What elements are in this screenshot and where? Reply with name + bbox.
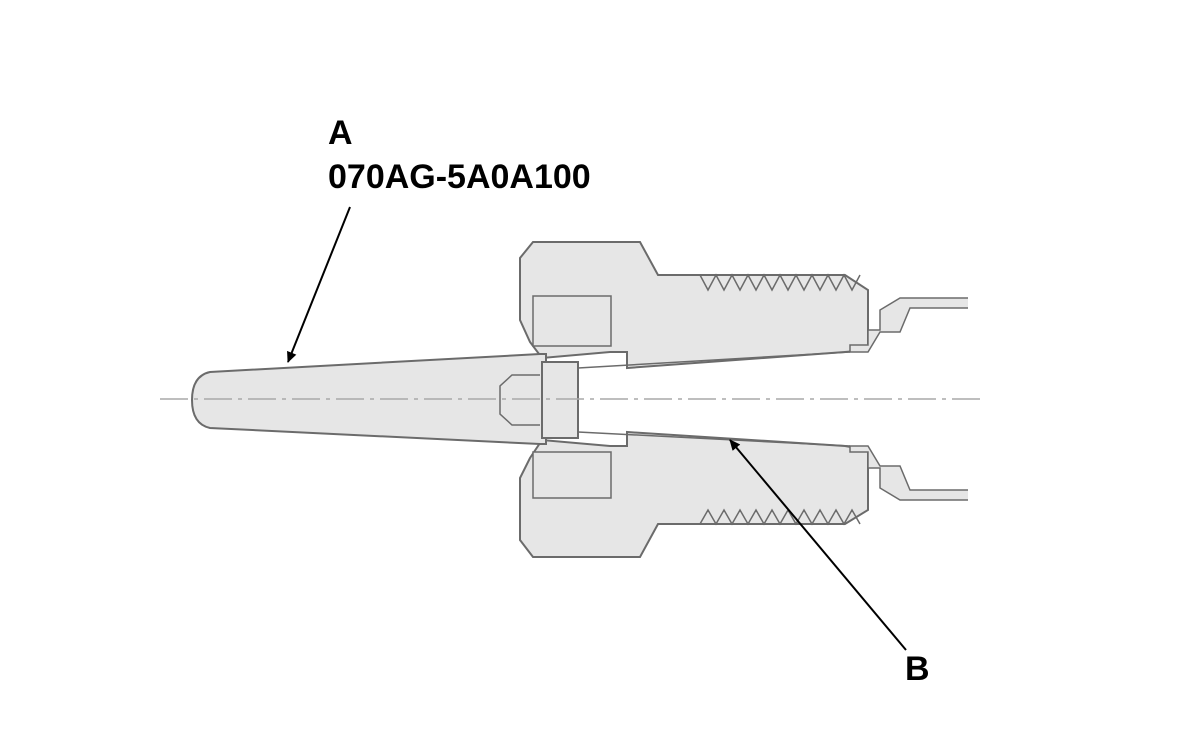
thread-upper [699,273,861,292]
nut-upper-pocket [532,295,612,347]
bore-wall-upper [577,351,851,369]
tool-a-collar [541,361,579,439]
bore-wall-lower [577,431,851,447]
tool-a-tapered-shaft [190,353,547,445]
callout-b-letter: B [905,650,930,688]
leader-arrow-b [729,439,907,651]
leader-arrow-a [287,206,351,363]
callout-a-letter: A [328,114,353,152]
mating-fitting-lower [849,445,968,501]
mating-fitting-upper [849,297,968,353]
callout-a-part-number: 070AG-5A0A100 [328,158,591,196]
nut-lower-pocket [532,451,612,499]
tool-a-tip-cone [499,374,540,426]
thread-lower [699,508,861,526]
